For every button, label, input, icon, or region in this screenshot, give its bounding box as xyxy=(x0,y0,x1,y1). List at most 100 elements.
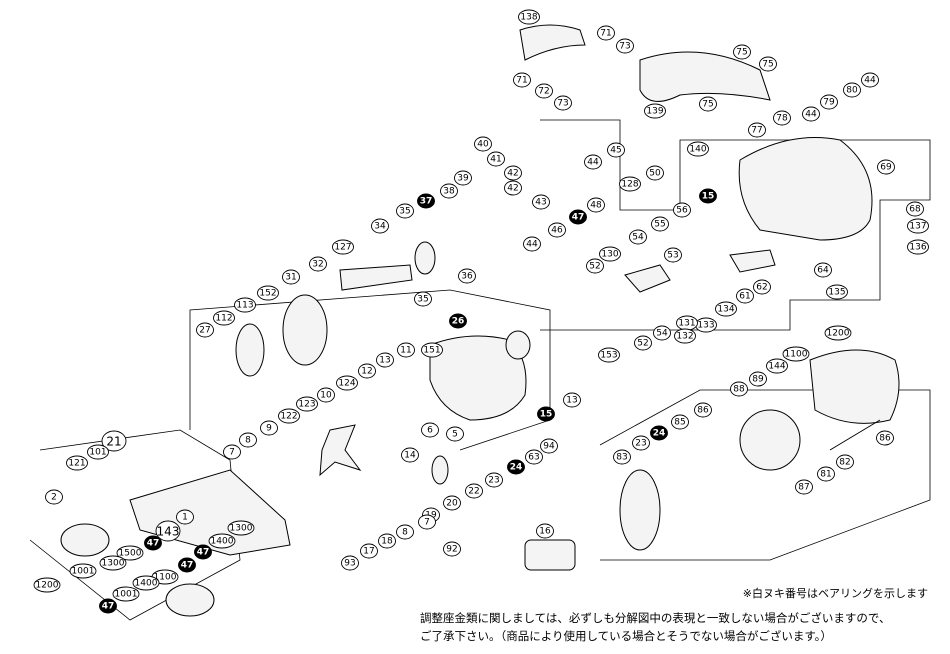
part-callout-81: 81 xyxy=(817,466,835,482)
callout-number: 71 xyxy=(516,76,527,86)
callout-marker xyxy=(599,246,621,262)
part-callout-1300: 1300 xyxy=(99,555,127,571)
callout-marker xyxy=(616,38,634,54)
part-callout-26: 26 xyxy=(449,313,467,329)
callout-marker xyxy=(907,218,929,234)
part-callout-121: 121 xyxy=(66,455,88,471)
callout-number: 35 xyxy=(399,207,410,217)
callout-marker xyxy=(101,430,127,452)
callout-marker xyxy=(766,358,788,374)
callout-number: 92 xyxy=(446,545,457,555)
callout-marker xyxy=(795,479,813,495)
part-callout-21: 21 xyxy=(101,430,127,452)
callout-number: 1 xyxy=(182,513,188,523)
callout-number: 31 xyxy=(285,273,296,283)
callout-number: 1001 xyxy=(115,590,138,600)
callout-number: 56 xyxy=(676,206,688,216)
star-drag-122-drawing xyxy=(319,424,362,477)
part-callout-17: 17 xyxy=(360,543,378,559)
part-callout-1: 1 xyxy=(176,509,194,525)
callout-marker xyxy=(112,586,140,602)
callout-marker xyxy=(759,56,777,72)
callout-number: 44 xyxy=(864,76,876,86)
callout-marker xyxy=(376,352,394,368)
callout-marker xyxy=(234,297,256,313)
callout-marker xyxy=(906,201,924,217)
callout-marker xyxy=(535,83,553,99)
part-callout-8: 8 xyxy=(396,524,414,540)
callout-number: 6 xyxy=(427,426,433,436)
frame-center-box xyxy=(189,289,551,451)
callout-marker xyxy=(673,202,691,218)
callout-number: 130 xyxy=(601,250,618,260)
callout-number: 23 xyxy=(635,439,646,449)
part-callout-40: 40 xyxy=(474,136,492,152)
callout-number: 18 xyxy=(381,537,393,547)
callout-number: 75 xyxy=(762,60,773,70)
callout-marker xyxy=(155,520,181,542)
callout-marker xyxy=(619,176,641,192)
callout-number: 35 xyxy=(417,295,428,305)
part-drawings xyxy=(60,24,900,617)
knob-upper-drawing xyxy=(60,523,110,557)
callout-marker xyxy=(87,444,109,460)
callout-number: 153 xyxy=(600,351,617,361)
callout-number: 11 xyxy=(400,346,411,356)
part-callout-137: 137 xyxy=(907,218,929,234)
part-callout-1400: 1400 xyxy=(208,533,236,549)
part-callout-6: 6 xyxy=(421,422,439,438)
callout-marker xyxy=(418,514,436,530)
part-callout-68: 68 xyxy=(906,201,924,217)
part-callout-44: 44 xyxy=(802,106,820,122)
part-callout-62: 62 xyxy=(753,279,771,295)
part-callout-139: 139 xyxy=(644,103,666,119)
callout-marker xyxy=(414,291,432,307)
callout-marker xyxy=(536,523,554,539)
callout-number: 41 xyxy=(490,155,501,165)
part-callout-73: 73 xyxy=(616,38,634,54)
part-callout-50: 50 xyxy=(646,165,664,181)
callout-number: 54 xyxy=(656,329,668,339)
callout-number: 81 xyxy=(820,470,831,480)
callout-number: 1500 xyxy=(119,549,142,559)
part-callout-47: 47 xyxy=(99,598,117,614)
side-plate-140-drawing xyxy=(738,137,873,241)
callout-marker xyxy=(358,363,376,379)
part-callout-138: 138 xyxy=(518,9,540,25)
part-callout-75: 75 xyxy=(759,56,777,72)
part-callout-44: 44 xyxy=(861,72,879,88)
callout-number: 80 xyxy=(846,86,858,96)
callout-marker xyxy=(396,203,414,219)
callout-number: 61 xyxy=(739,292,750,302)
callout-marker xyxy=(826,284,848,300)
part-callout-14: 14 xyxy=(401,447,419,463)
part-callout-135: 135 xyxy=(826,284,848,300)
callout-marker xyxy=(144,535,162,551)
callout-marker xyxy=(876,430,894,446)
callout-number: 32 xyxy=(312,260,323,270)
callout-number: 73 xyxy=(557,99,568,109)
callout-number: 13 xyxy=(566,396,577,406)
callout-number: 1100 xyxy=(154,573,177,583)
sleeve-101-drawing xyxy=(524,539,576,571)
callout-number: 112 xyxy=(215,314,232,324)
callout-marker xyxy=(332,239,354,255)
callout-number: 47 xyxy=(197,548,210,558)
side-cover-144-drawing xyxy=(809,349,900,424)
part-callout-16: 16 xyxy=(536,523,554,539)
part-callout-43: 43 xyxy=(532,194,550,210)
callout-marker xyxy=(401,447,419,463)
drag-washer-stack-drawing xyxy=(431,455,449,485)
callout-marker xyxy=(66,455,88,471)
part-callout-47: 47 xyxy=(194,544,212,560)
part-callout-48: 48 xyxy=(587,197,605,213)
callout-number: 55 xyxy=(654,220,665,230)
level-wind-cover-139-drawing xyxy=(639,51,771,102)
callout-number: 50 xyxy=(649,169,661,179)
callout-number: 121 xyxy=(68,459,85,469)
callout-number: 88 xyxy=(733,385,745,395)
callout-number: 22 xyxy=(468,487,479,497)
spool-shaft-127-drawing xyxy=(339,264,413,291)
clutch-bar-138-drawing xyxy=(519,24,586,61)
plate-112-drawing xyxy=(235,323,265,377)
